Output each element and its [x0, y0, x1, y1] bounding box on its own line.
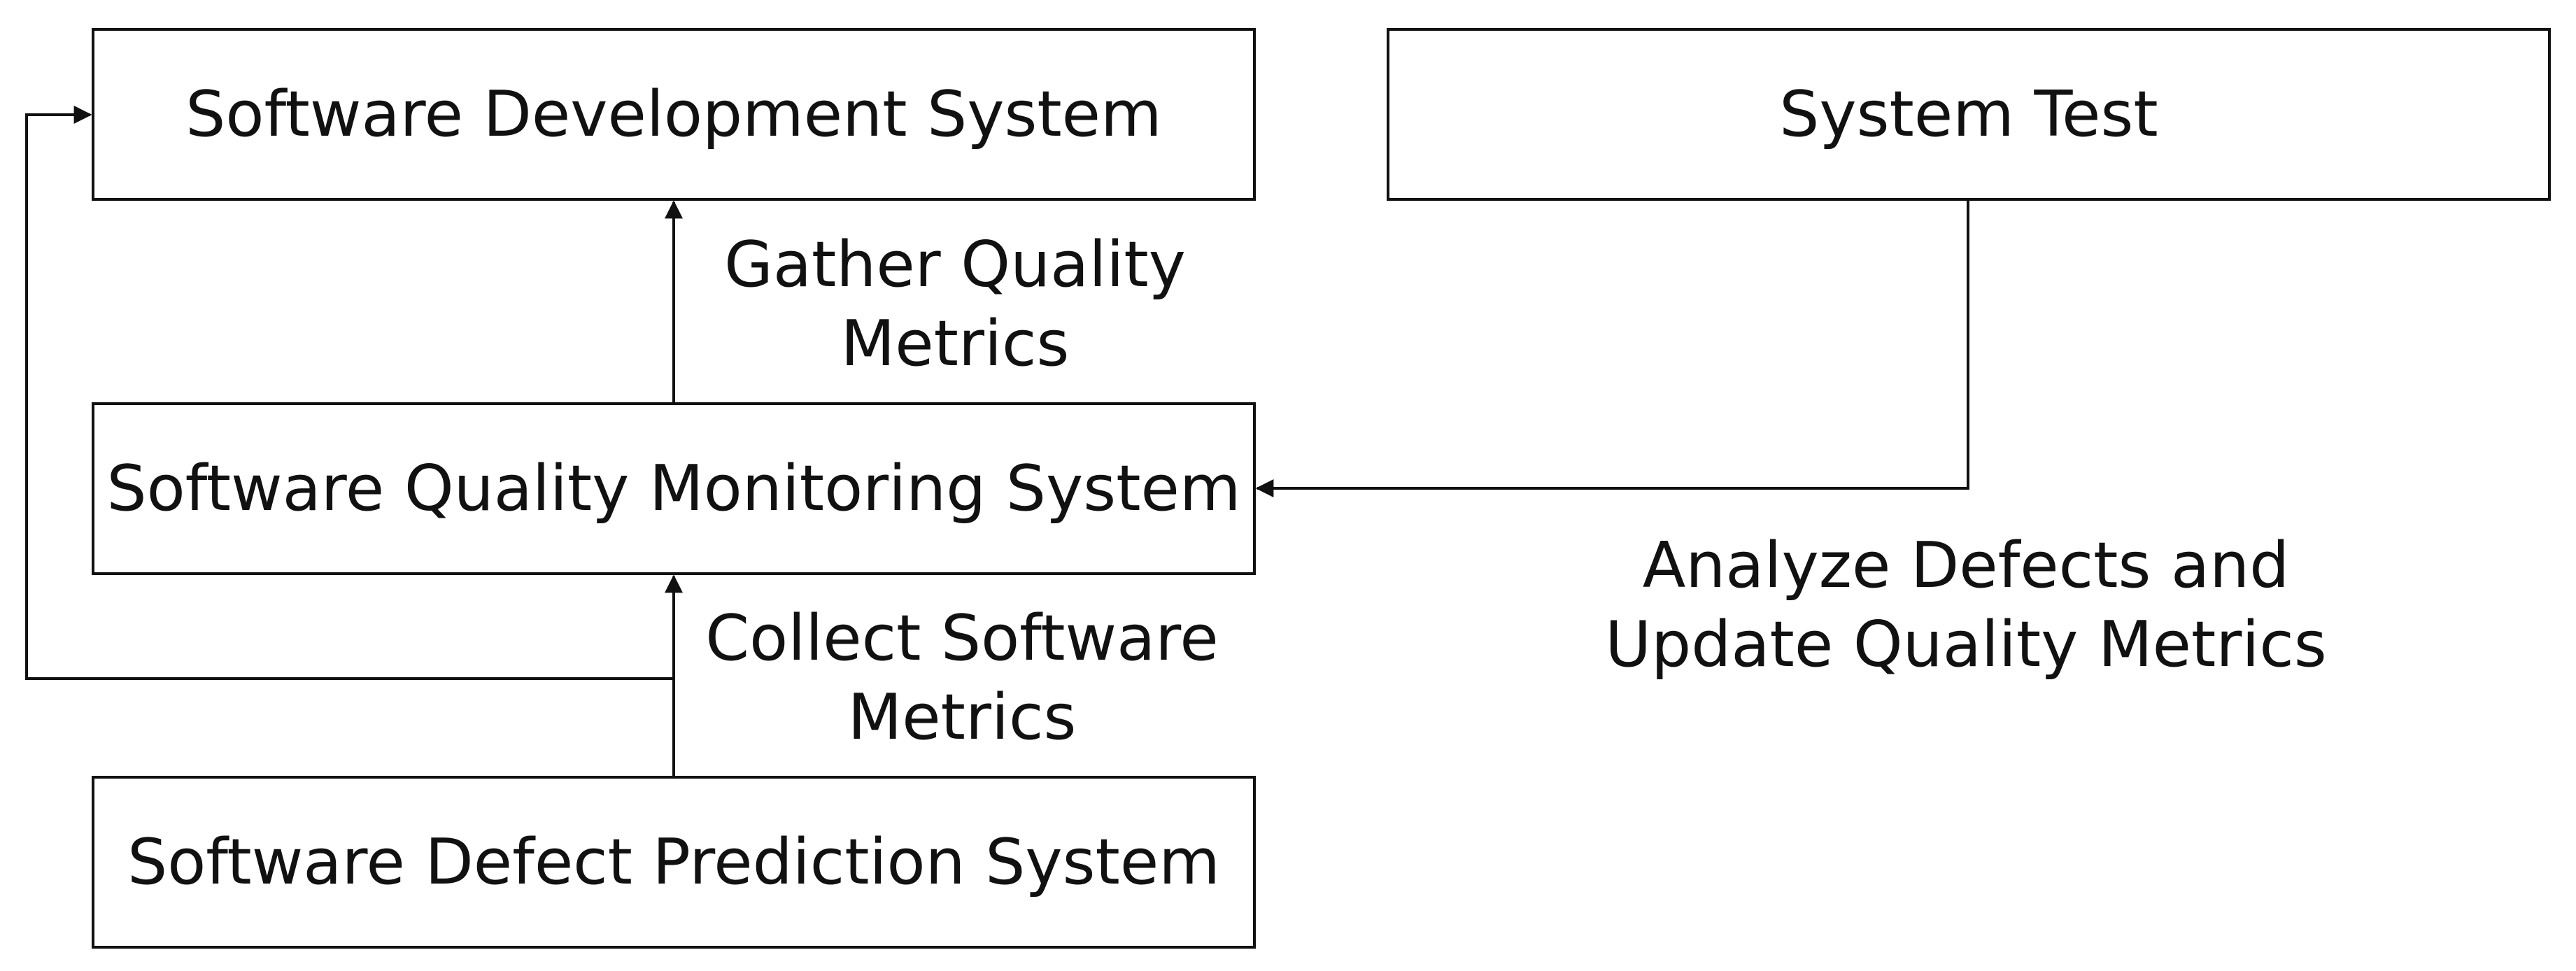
collect-software-metrics-label: Collect Software Metrics: [686, 599, 1238, 757]
software-quality-monitoring-system-label: Software Quality Monitoring System: [106, 452, 1241, 525]
software-quality-monitoring-system-box: Software Quality Monitoring System: [92, 402, 1256, 575]
gather-quality-metrics-label: Gather Quality Metrics: [700, 225, 1210, 383]
collect-label-line-2: Metrics: [847, 681, 1077, 754]
system-test-label: System Test: [1779, 78, 2158, 151]
arrow-test-to-monitoring: [1255, 201, 1969, 497]
system-test-box: System Test: [1387, 28, 2551, 201]
software-defect-prediction-system-box: Software Defect Prediction System: [92, 776, 1256, 949]
gather-label-line-2: Metrics: [840, 307, 1070, 381]
analyze-label-line-1: Analyze Defects and: [1642, 529, 2290, 602]
software-development-system-label: Software Development System: [185, 78, 1162, 151]
arrow-defect-to-development-loop: [25, 106, 674, 680]
collect-label-line-1: Collect Software: [705, 602, 1219, 675]
software-defect-prediction-system-label: Software Defect Prediction System: [127, 825, 1220, 899]
gather-label-line-1: Gather Quality: [724, 228, 1186, 302]
software-development-system-box: Software Development System: [92, 28, 1256, 201]
analyze-defects-label: Analyze Defects and Update Quality Metri…: [1567, 526, 2365, 684]
analyze-label-line-2: Update Quality Metrics: [1605, 608, 2327, 681]
